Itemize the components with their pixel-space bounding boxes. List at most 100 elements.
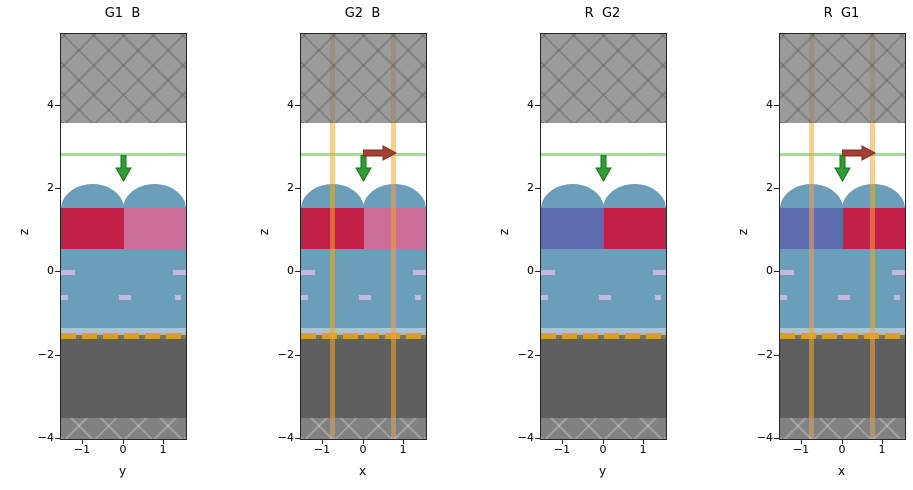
y-tick-label: 0 bbox=[766, 264, 773, 277]
subplot-g2-b: G2 B z 4 2 0 −2 −4 −1 0 1 x bbox=[257, 6, 427, 478]
hatched-cap-top bbox=[301, 34, 426, 123]
lavender-marker bbox=[780, 270, 794, 275]
y-axis-label: z bbox=[736, 228, 750, 236]
tick-mark bbox=[774, 355, 779, 356]
tick-mark bbox=[882, 439, 883, 444]
red-right-arrow-icon bbox=[842, 145, 876, 161]
dark-body-region bbox=[301, 335, 426, 439]
y-tick-label: 2 bbox=[287, 181, 294, 194]
subplot-title: R G1 bbox=[823, 6, 860, 21]
lavender-marker bbox=[119, 295, 131, 300]
hatched-cap-bottom bbox=[301, 418, 426, 439]
tick-mark bbox=[55, 188, 60, 189]
y-axis-label: z bbox=[17, 228, 31, 236]
subplot-g1-b: G1 B z 4 2 0 −2 −4 −1 0 1 y bbox=[17, 6, 187, 478]
pale-strip-region bbox=[780, 328, 905, 335]
y-tick-label: −4 bbox=[37, 431, 54, 444]
subplot-title: G1 B bbox=[104, 6, 141, 21]
lavender-marker bbox=[173, 270, 186, 275]
red-right-arrow-shape bbox=[363, 145, 397, 161]
y-tick-label: 2 bbox=[527, 181, 534, 194]
dark-body-region bbox=[61, 335, 186, 439]
y-tick-label: −2 bbox=[37, 348, 54, 361]
green-down-arrow-shape bbox=[355, 155, 372, 182]
split-layer-right bbox=[604, 208, 666, 249]
lavender-marker bbox=[780, 295, 787, 300]
tick-mark bbox=[123, 439, 124, 444]
tick-mark bbox=[562, 439, 563, 444]
y-tick-label: 4 bbox=[766, 98, 773, 111]
x-tick-label: −1 bbox=[792, 443, 810, 456]
y-axis-label: z bbox=[497, 228, 511, 236]
tick-mark bbox=[774, 438, 779, 439]
orange-dashed-line bbox=[541, 333, 666, 339]
tick-mark bbox=[535, 271, 540, 272]
orange-dashed-line bbox=[780, 333, 905, 339]
hatched-cap-top bbox=[780, 34, 905, 123]
tick-mark bbox=[801, 439, 802, 444]
green-down-arrow-icon bbox=[355, 155, 372, 182]
blue-bump-left bbox=[61, 184, 124, 209]
subplot-title: G2 B bbox=[344, 6, 381, 21]
x-tick-label: 1 bbox=[399, 443, 407, 456]
tick-mark bbox=[363, 439, 364, 444]
orange-vline-left bbox=[809, 34, 814, 439]
green-down-arrow-icon bbox=[834, 155, 851, 182]
tick-mark bbox=[535, 105, 540, 106]
hatched-cap-top bbox=[541, 34, 666, 123]
orange-vline-right bbox=[870, 34, 875, 439]
tick-mark bbox=[295, 355, 300, 356]
dark-body-region bbox=[541, 335, 666, 439]
plot-area bbox=[540, 33, 667, 440]
hatched-cap-bottom bbox=[61, 418, 186, 439]
lavender-marker bbox=[61, 270, 75, 275]
y-tick-label: −2 bbox=[277, 348, 294, 361]
lavender-marker bbox=[541, 270, 555, 275]
lavender-marker bbox=[61, 295, 68, 300]
pale-strip-region bbox=[61, 328, 186, 335]
y-tick-label: 4 bbox=[47, 98, 54, 111]
y-tick-label: −2 bbox=[756, 348, 773, 361]
split-layer-right bbox=[124, 208, 186, 249]
tick-mark bbox=[535, 355, 540, 356]
lavender-marker bbox=[413, 270, 426, 275]
subplot-r-g1: R G1 z 4 2 0 −2 −4 −1 0 1 x bbox=[736, 6, 906, 478]
red-right-arrow-icon bbox=[363, 145, 397, 161]
y-tick-label: 0 bbox=[287, 264, 294, 277]
x-tick-label: −1 bbox=[553, 443, 571, 456]
lavender-marker bbox=[175, 295, 181, 300]
y-tick-label: 0 bbox=[47, 264, 54, 277]
lavender-marker bbox=[541, 295, 548, 300]
orange-dashed-line bbox=[61, 333, 186, 339]
tick-mark bbox=[55, 438, 60, 439]
split-layer-left bbox=[61, 208, 124, 249]
lavender-marker bbox=[301, 270, 315, 275]
subplot-r-g2: R G2 z 4 2 0 −2 −4 −1 0 1 y bbox=[497, 6, 667, 478]
dark-body-region bbox=[780, 335, 905, 439]
x-tick-label: 1 bbox=[639, 443, 647, 456]
blue-bump-right bbox=[603, 184, 666, 209]
tick-mark bbox=[842, 439, 843, 444]
y-tick-label: −4 bbox=[517, 431, 534, 444]
x-axis-label: y bbox=[118, 464, 127, 478]
hatched-cap-top bbox=[61, 34, 186, 123]
tick-mark bbox=[295, 438, 300, 439]
lavender-marker bbox=[359, 295, 371, 300]
lavender-marker bbox=[415, 295, 421, 300]
x-tick-label: 0 bbox=[838, 443, 846, 456]
subplot-title: R G2 bbox=[584, 6, 621, 21]
orange-dashed-line bbox=[301, 333, 426, 339]
y-axis-label: z bbox=[257, 228, 271, 236]
green-down-arrow-icon bbox=[595, 155, 612, 182]
lavender-marker bbox=[301, 295, 308, 300]
tick-mark bbox=[55, 271, 60, 272]
plot-area bbox=[300, 33, 427, 440]
x-tick-label: 0 bbox=[359, 443, 367, 456]
y-tick-label: −4 bbox=[277, 431, 294, 444]
x-axis-label: y bbox=[598, 464, 607, 478]
x-tick-label: −1 bbox=[313, 443, 331, 456]
lavender-marker bbox=[838, 295, 850, 300]
lavender-marker bbox=[599, 295, 611, 300]
tick-mark bbox=[295, 271, 300, 272]
